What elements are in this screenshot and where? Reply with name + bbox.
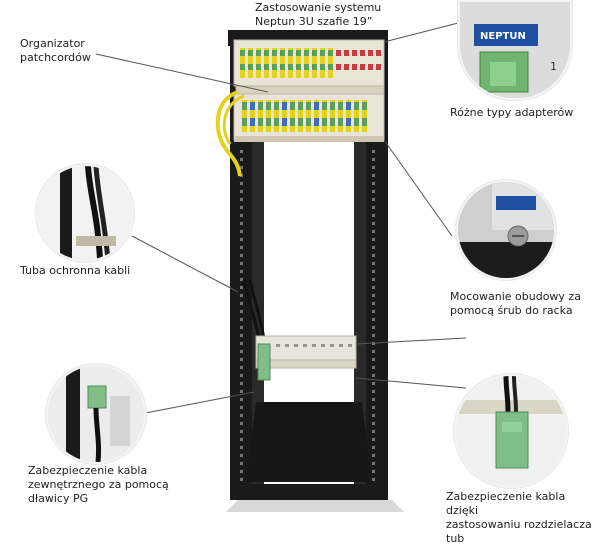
detail-adapter-closeup: NEPTUN 1 [458, 0, 572, 100]
port-number: 1 [550, 60, 557, 73]
rack-floor [246, 402, 372, 482]
detail-cable-tube [36, 164, 134, 262]
tube-separator [257, 343, 271, 381]
fiber-loop [215, 90, 242, 177]
detail-tube-separator [454, 374, 568, 488]
neptun-badge [474, 24, 538, 46]
detail-pg-gland [46, 364, 146, 464]
separator-green-icon [495, 411, 529, 469]
fiber-loop-2 [222, 94, 245, 145]
label-separator: Zabezpieczenie kabla dzięki zastosowaniu… [446, 490, 592, 545]
label-mounting: Mocowanie obudowy za pomocą śrub do rack… [450, 290, 581, 317]
panel-lower-edge [234, 136, 384, 142]
label-tube: Tuba ochronna kabli [20, 264, 131, 277]
neptun-badge-text: NEPTUN [480, 31, 526, 42]
label-cable-pg: Zabezpieczenie kabla zewnętrznego za pom… [28, 464, 169, 505]
label-adapters: Różne typy adapterów [450, 106, 574, 119]
diagram-title: Zastosowanie systemu Neptun 3U szafie 19… [255, 1, 382, 28]
rack-base [240, 484, 380, 500]
lower-adapters [242, 100, 367, 132]
upper-adapters [240, 48, 381, 78]
rail-holes [240, 150, 375, 481]
detail-screw-mount [456, 180, 556, 280]
rack-shadow [226, 500, 404, 512]
leader-lines [95, 21, 467, 417]
mount-bracket [255, 335, 357, 361]
label-organizer: Organizator patchcordów [20, 37, 91, 64]
